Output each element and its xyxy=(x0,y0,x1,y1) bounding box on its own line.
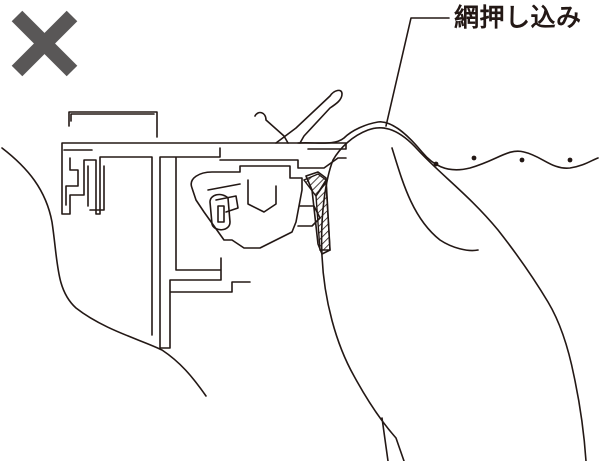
hatched-section-vertical xyxy=(315,179,331,251)
glass-outline xyxy=(1,147,207,397)
callout-leader-line xyxy=(385,17,450,127)
frame-right-edge xyxy=(305,171,331,255)
screen-frame xyxy=(61,142,347,349)
screen-holder-channel xyxy=(190,157,347,249)
clip-flap xyxy=(254,89,343,144)
callout-label: 網押し込み xyxy=(454,3,582,32)
mesh-net xyxy=(297,121,599,171)
finger xyxy=(320,126,587,461)
frame-top-lip xyxy=(68,111,158,138)
spline-bead xyxy=(209,193,231,231)
frame-inner-profile xyxy=(63,149,105,211)
cross-mark-icon xyxy=(11,10,78,77)
hatched-section xyxy=(302,173,327,198)
mesh-dots xyxy=(433,155,573,167)
